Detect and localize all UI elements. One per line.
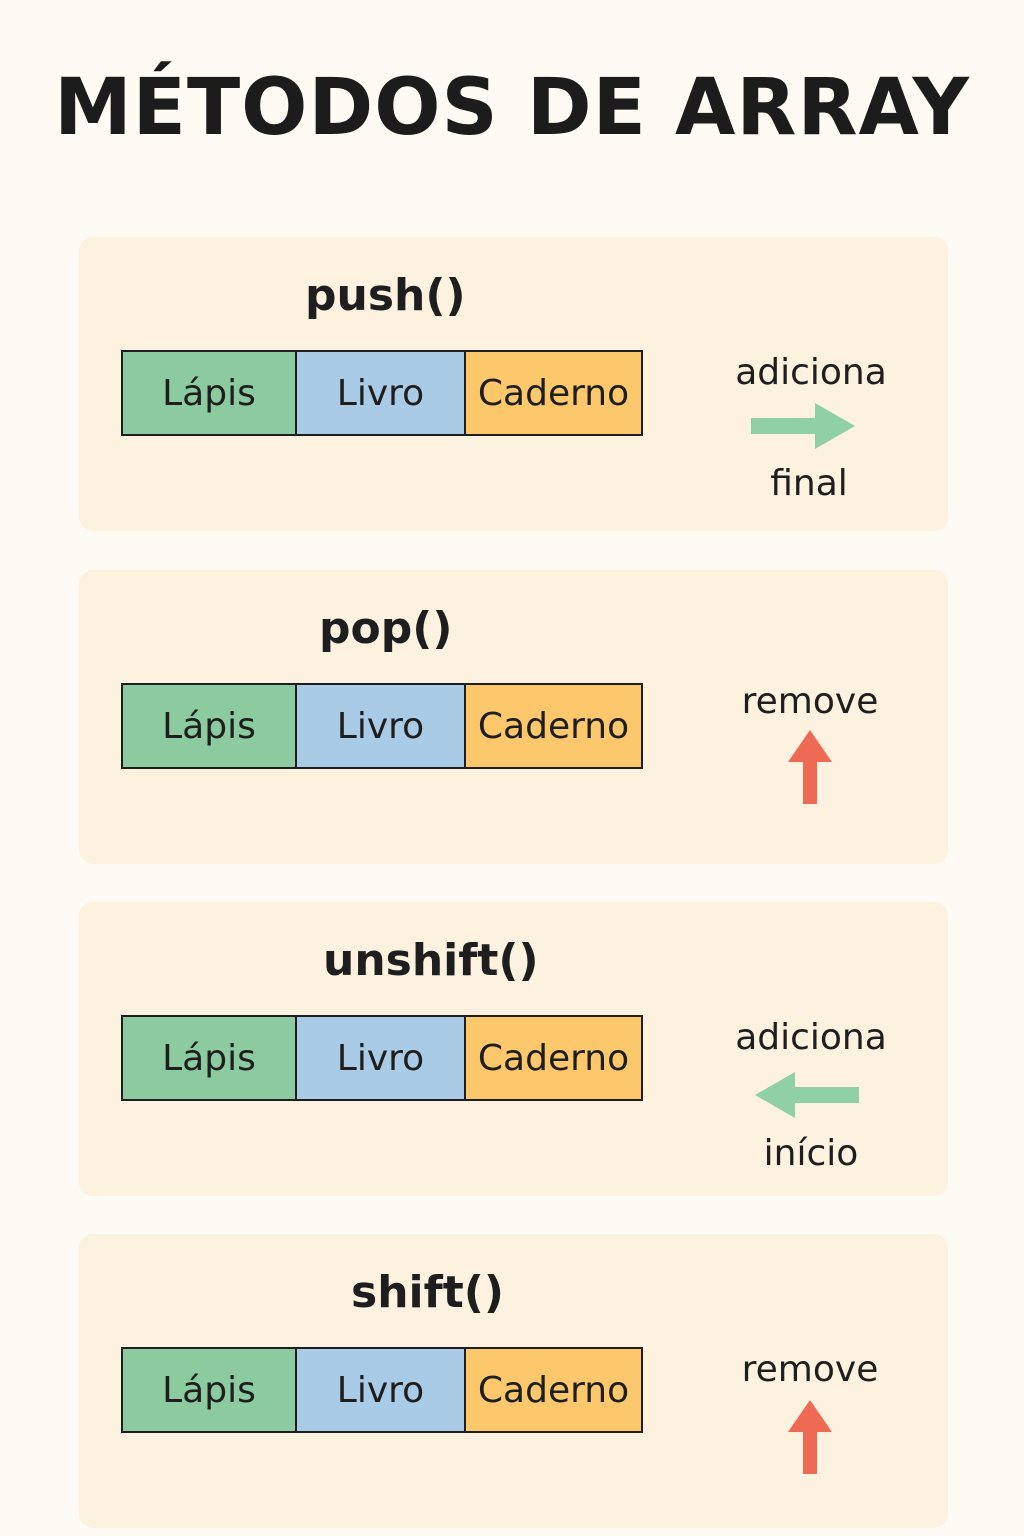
method-name: pop() <box>319 603 453 654</box>
array-diagram: Lápis Livro Caderno <box>121 1347 643 1433</box>
method-card-shift: shift() Lápis Livro Caderno remove <box>79 1234 948 1528</box>
position-label: final <box>770 463 848 504</box>
up-arrow-icon <box>788 730 832 804</box>
array-cell: Livro <box>297 1349 466 1431</box>
method-card-pop: pop() Lápis Livro Caderno remove <box>79 570 948 864</box>
right-arrow-icon <box>751 403 855 449</box>
up-arrow-icon <box>788 1400 832 1474</box>
method-card-unshift: unshift() Lápis Livro Caderno adiciona i… <box>79 902 948 1196</box>
array-cell: Livro <box>297 1017 466 1099</box>
action-label: remove <box>741 1349 879 1390</box>
array-diagram: Lápis Livro Caderno <box>121 350 643 436</box>
array-cell: Livro <box>297 352 466 434</box>
method-name: push() <box>305 270 466 321</box>
array-cell: Lápis <box>123 352 297 434</box>
action-label: remove <box>741 681 879 722</box>
action-label: adiciona <box>735 352 887 393</box>
array-cell: Caderno <box>466 1017 641 1099</box>
left-arrow-icon <box>755 1072 859 1118</box>
position-label: início <box>763 1133 859 1174</box>
method-name: shift() <box>351 1267 504 1318</box>
method-card-push: push() Lápis Livro Caderno adiciona fina… <box>79 237 948 531</box>
array-cell: Lápis <box>123 1349 297 1431</box>
array-cell: Lápis <box>123 1017 297 1099</box>
page-title: MÉTODOS DE ARRAY <box>54 63 970 153</box>
array-diagram: Lápis Livro Caderno <box>121 1015 643 1101</box>
array-cell: Caderno <box>466 352 641 434</box>
array-cell: Livro <box>297 685 466 767</box>
array-cell: Lápis <box>123 685 297 767</box>
action-label: adiciona <box>735 1017 887 1058</box>
array-cell: Caderno <box>466 1349 641 1431</box>
array-diagram: Lápis Livro Caderno <box>121 683 643 769</box>
array-cell: Caderno <box>466 685 641 767</box>
method-name: unshift() <box>323 935 539 986</box>
